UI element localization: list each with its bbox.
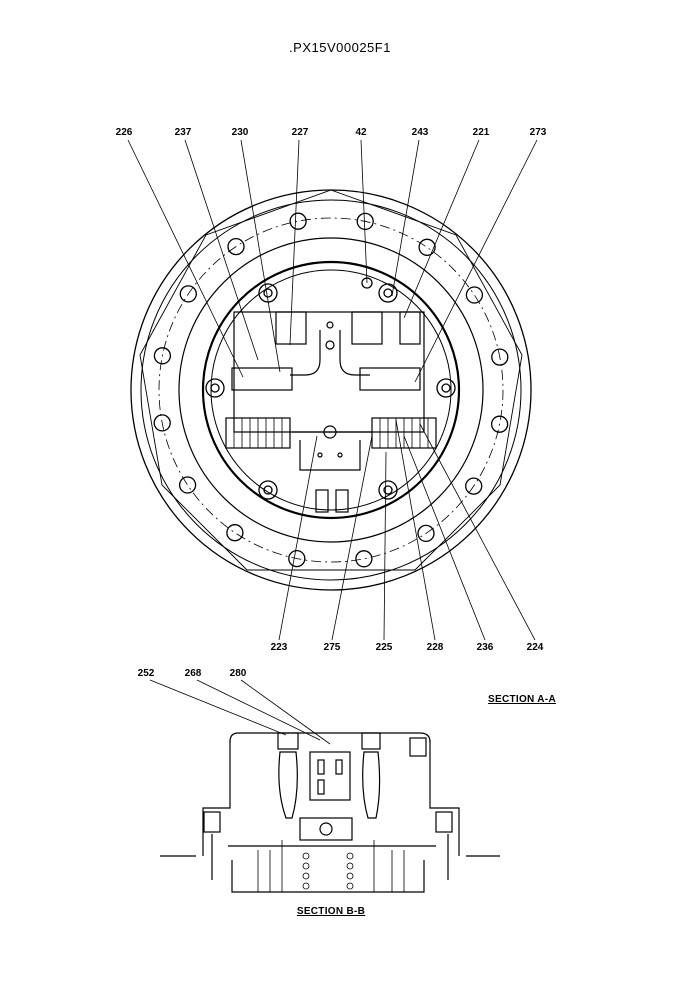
outer-bolt-hole — [491, 348, 509, 366]
callout-252: 252 — [137, 668, 155, 679]
piston-right — [362, 751, 381, 819]
callout-221: 221 — [472, 127, 490, 138]
outer-bolt-hole — [227, 237, 245, 256]
outer-bolt-hole — [356, 212, 374, 231]
callout-42: 42 — [355, 127, 367, 138]
outer-bolt-hole — [418, 238, 436, 256]
callout-236: 236 — [476, 642, 494, 653]
callout-226: 226 — [115, 127, 133, 138]
leader-lines-bottom — [278, 419, 536, 641]
callout-223: 223 — [270, 642, 288, 653]
outer-bolt-hole — [288, 549, 306, 568]
callout-224: 224 — [526, 642, 544, 653]
callout-275: 275 — [323, 642, 341, 653]
outer-bolt-hole — [226, 524, 244, 542]
callout-268: 268 — [184, 668, 202, 679]
document-code: .PX15V00025F1 — [289, 40, 391, 55]
outer-bolt-hole — [179, 285, 197, 303]
bolt-circle-line — [158, 217, 504, 563]
outer-bolt-hole — [417, 524, 435, 543]
section-b-b-leaders — [149, 679, 331, 745]
section-b-b-label: SECTION B-B — [296, 906, 366, 917]
outer-bolt-hole — [153, 414, 171, 432]
valve-block — [225, 311, 437, 513]
callout-228: 228 — [426, 642, 444, 653]
outer-bolt-hole — [465, 286, 484, 304]
section-a-a-label: SECTION A-A — [488, 694, 556, 705]
center-block — [299, 817, 353, 841]
outer-bolt-hole — [465, 477, 483, 495]
outer-flange-ring — [130, 189, 532, 591]
spool-left — [231, 367, 293, 391]
outer-bolt-hole — [289, 212, 307, 230]
section-b-b-drawing — [160, 732, 500, 893]
inner-housing-ring — [201, 260, 461, 520]
leader-lines-top — [127, 139, 538, 383]
outer-bolt-holes — [153, 212, 509, 568]
spool-right — [359, 367, 421, 391]
callout-225: 225 — [375, 642, 393, 653]
outer-bolt-hole — [178, 476, 197, 494]
outer-bolt-hole — [490, 415, 509, 433]
callout-273: 273 — [529, 127, 547, 138]
callout-230: 230 — [231, 127, 249, 138]
callout-280: 280 — [229, 668, 247, 679]
outer-bolt-hole — [153, 347, 172, 365]
piston-left — [278, 751, 298, 819]
callout-237: 237 — [174, 127, 192, 138]
callout-243: 243 — [411, 127, 429, 138]
callout-227: 227 — [291, 127, 309, 138]
inner-bolt-holes — [205, 277, 456, 500]
outer-bolt-hole — [355, 550, 373, 568]
